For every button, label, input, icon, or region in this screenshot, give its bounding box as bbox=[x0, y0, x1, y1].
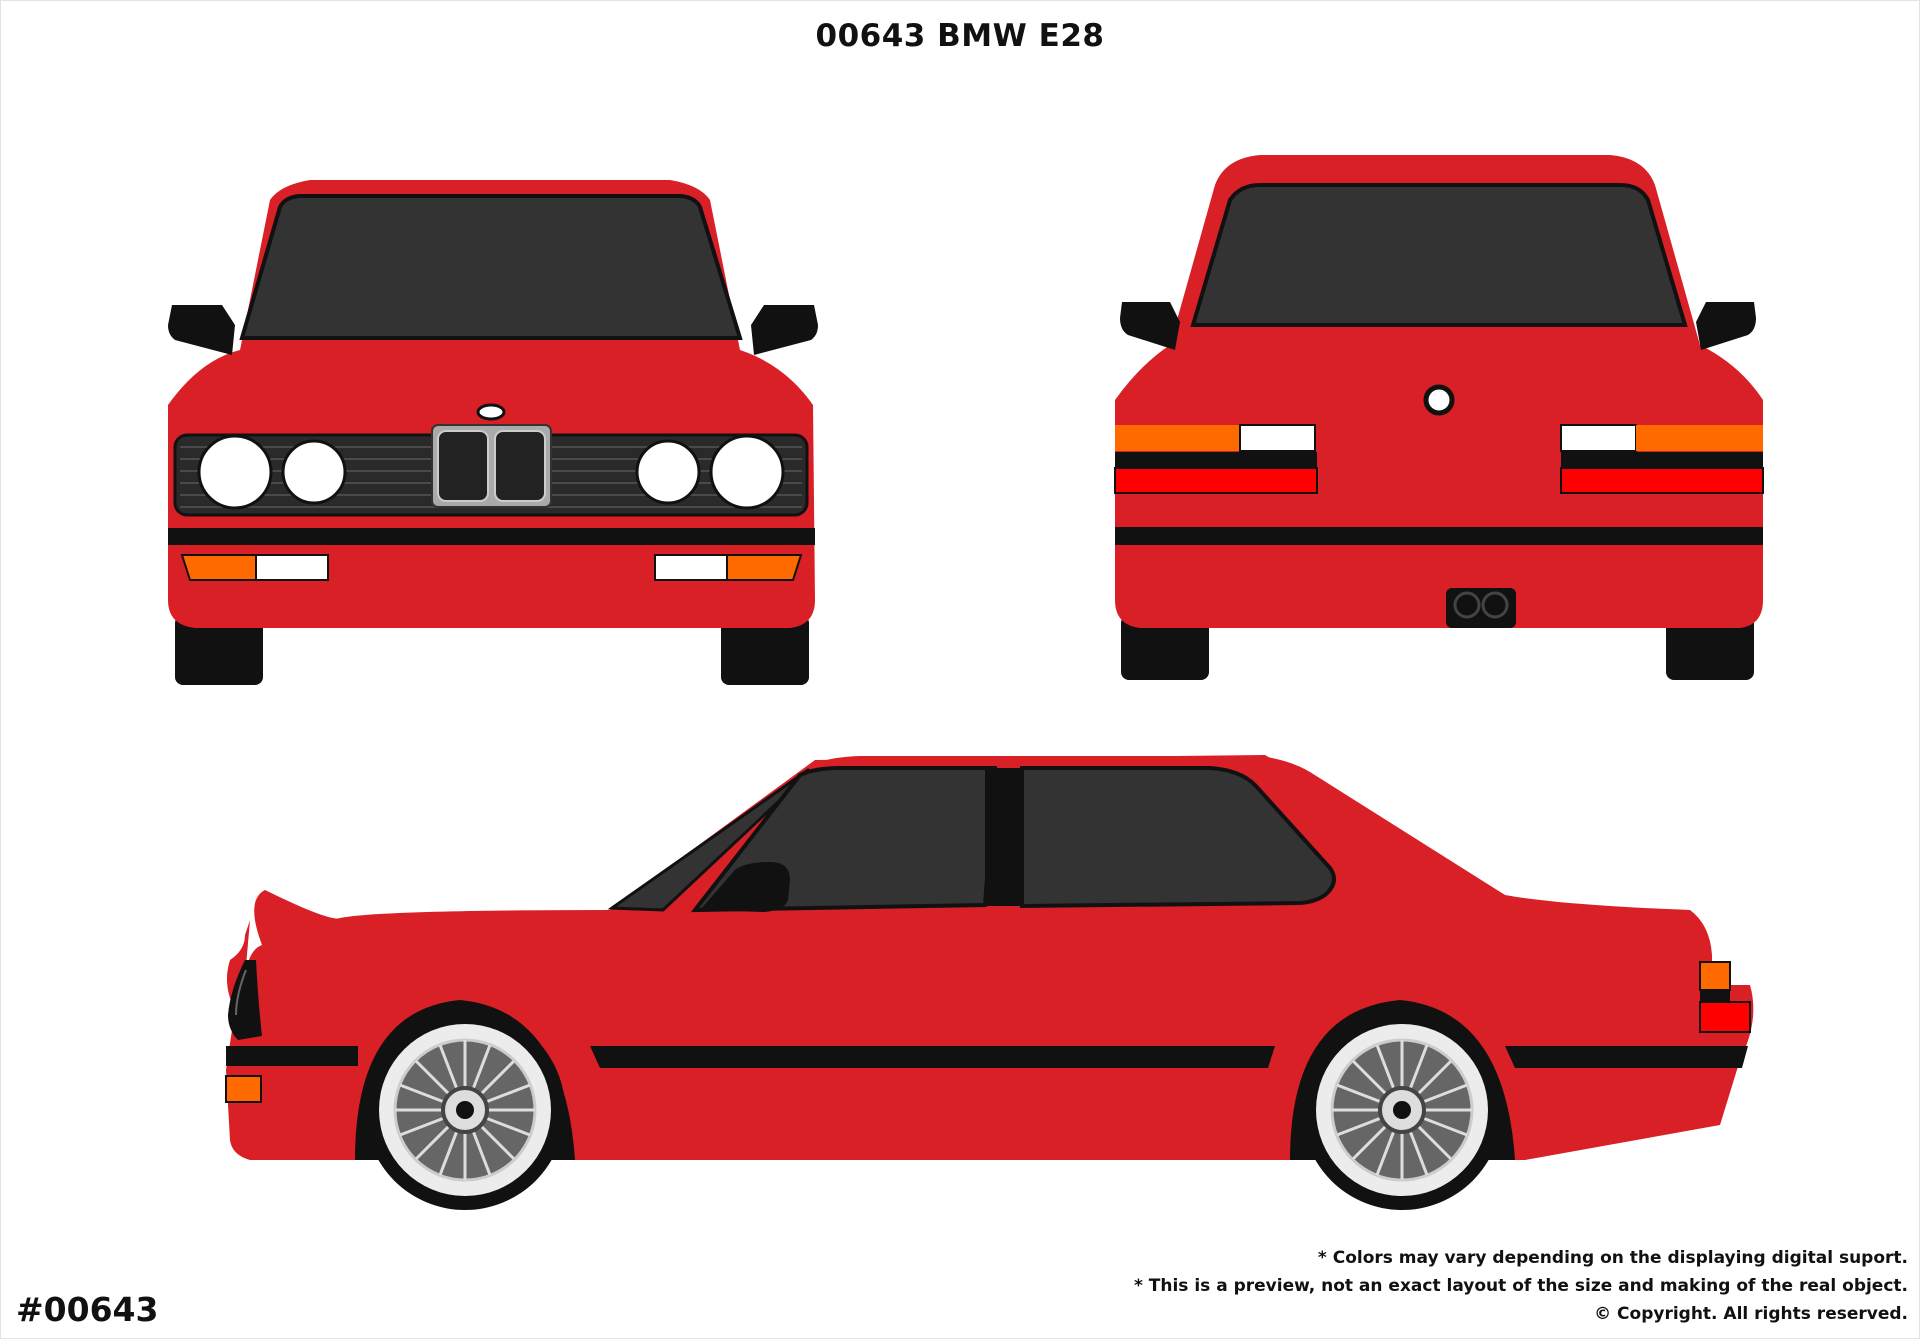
side-rear-taillight-red bbox=[1699, 1001, 1751, 1033]
rear-left-tire bbox=[1121, 615, 1209, 680]
front-bmw-roundel bbox=[476, 403, 506, 421]
front-foglight-right bbox=[654, 554, 728, 581]
front-headlight-inner-left bbox=[281, 439, 347, 505]
side-door-trim bbox=[590, 1046, 1275, 1068]
side-front-trim bbox=[226, 1046, 358, 1066]
rear-taillight-right-red bbox=[1560, 467, 1764, 494]
rear-taillight-left-red bbox=[1114, 467, 1318, 494]
rear-taillight-right-band bbox=[1561, 452, 1763, 468]
note-copyright: © Copyright. All rights reserved. bbox=[1594, 1304, 1908, 1324]
side-rear-trim bbox=[1505, 1046, 1748, 1068]
rear-taillight-left-band bbox=[1115, 452, 1317, 468]
front-view bbox=[168, 180, 818, 685]
note-colors: * Colors may vary depending on the displ… bbox=[1317, 1248, 1908, 1268]
product-code: #00643 bbox=[16, 1290, 159, 1329]
front-headlight-inner-right bbox=[635, 439, 701, 505]
front-right-tire bbox=[721, 615, 809, 685]
rear-window bbox=[1190, 183, 1688, 327]
rear-right-mirror bbox=[1696, 302, 1756, 350]
rear-taillight-left-amber bbox=[1115, 425, 1240, 451]
note-preview: * This is a preview, not an exact layout… bbox=[1133, 1276, 1908, 1296]
front-left-tire bbox=[175, 615, 263, 685]
rear-right-tire bbox=[1666, 615, 1754, 680]
rear-view bbox=[1114, 155, 1764, 680]
front-indicator-right bbox=[726, 554, 803, 581]
side-front-wheel bbox=[365, 1010, 565, 1210]
kidney-grille-left bbox=[437, 430, 489, 502]
front-right-mirror bbox=[751, 305, 818, 355]
disclaimer-notes: * Colors may vary depending on the displ… bbox=[1134, 1244, 1908, 1328]
front-headlight-outer-left bbox=[197, 434, 273, 510]
rear-bumper-strip bbox=[1115, 527, 1763, 545]
rear-bmw-roundel bbox=[1423, 384, 1455, 416]
side-mirror bbox=[700, 862, 790, 912]
rear-exhaust-pipe-right bbox=[1481, 591, 1509, 619]
rear-left-mirror bbox=[1120, 302, 1180, 350]
rear-taillight-right-reverse bbox=[1560, 424, 1637, 452]
side-front-indicator bbox=[225, 1075, 262, 1103]
front-left-mirror bbox=[168, 305, 235, 355]
rear-taillight-left-reverse bbox=[1239, 424, 1316, 452]
side-view bbox=[225, 755, 1754, 1210]
side-rear-wheel bbox=[1302, 1010, 1502, 1210]
side-rear-door-window bbox=[1020, 766, 1336, 909]
front-windshield bbox=[239, 194, 743, 340]
side-b-pillar bbox=[985, 768, 1023, 906]
front-indicator-left bbox=[180, 554, 257, 581]
side-front-grille bbox=[228, 960, 262, 1040]
front-foglight-left bbox=[255, 554, 329, 581]
front-bumper-strip bbox=[168, 528, 815, 545]
front-headlight-outer-right bbox=[709, 434, 785, 510]
page-title: 00643 BMW E28 bbox=[815, 18, 1105, 54]
kidney-grille-right bbox=[494, 430, 546, 502]
side-rear-taillight-amber bbox=[1699, 961, 1731, 991]
rear-taillight-right-amber bbox=[1636, 425, 1763, 451]
rear-exhaust-pipe-left bbox=[1453, 591, 1481, 619]
